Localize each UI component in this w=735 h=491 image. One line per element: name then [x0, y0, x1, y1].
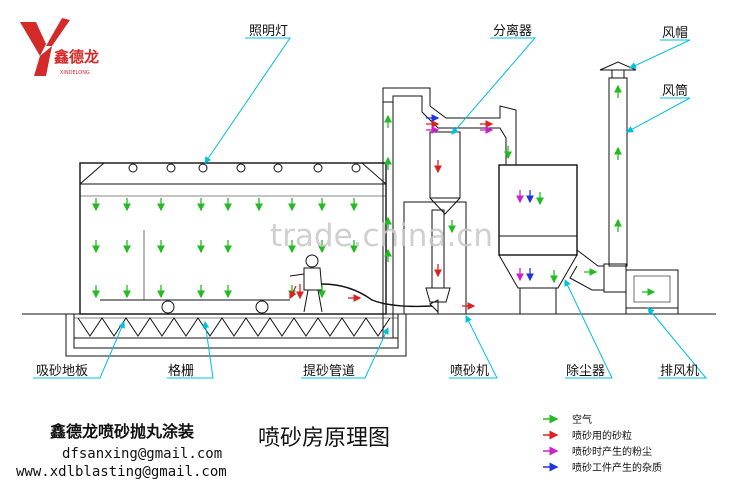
company-name: 鑫德龙喷砂抛丸涂装 — [49, 422, 194, 441]
operator-figure — [289, 254, 323, 313]
dust-collector — [498, 164, 578, 314]
diagram-title: 喷砂房原理图 — [258, 426, 390, 451]
pit-zigzag — [77, 317, 391, 337]
label-fan-cap: 风帽 — [662, 25, 688, 41]
legend-label: 喷砂用的砂粒 — [572, 429, 632, 442]
company-logo: 鑫德龙 XINDELONG — [20, 18, 99, 76]
blast-hose — [321, 283, 433, 308]
floor-pit — [65, 313, 407, 357]
label-grille: 格栅 — [168, 363, 194, 379]
sand-lift-pipe — [382, 87, 517, 339]
label-blaster: 喷砂机 — [450, 364, 489, 379]
logo-mark-right — [46, 18, 70, 46]
logo-mark-stem — [34, 46, 52, 76]
chimney-stack — [599, 61, 637, 267]
company-email-1: dfsanxing@gmail.com — [62, 446, 222, 462]
watermark: trade.china.cn — [270, 218, 493, 254]
flow-arrow — [289, 285, 297, 300]
label-air-duct: 风筒 — [662, 83, 688, 99]
label-lighting: 照明灯 — [249, 24, 288, 39]
separator-unit — [429, 131, 461, 215]
legend-label: 喷砂工件产生的杂质 — [572, 461, 662, 474]
label-dust-collector: 除尘器 — [566, 364, 605, 379]
legend-label: 喷砂时产生的粉尘 — [572, 445, 652, 458]
label-separator: 分离器 — [493, 23, 532, 39]
airflow-arrows — [92, 84, 656, 310]
logo-mark-left — [20, 22, 46, 56]
label-sand-pipe: 提砂管道 — [303, 363, 355, 379]
fan-duct — [569, 249, 605, 291]
chimney-cap — [599, 61, 637, 71]
leader-lines — [33, 37, 708, 379]
company-email-2: www.xdlblasting@gmail.com — [16, 464, 227, 480]
blast-machine — [403, 201, 467, 315]
label-suction-floor: 吸砂地板 — [36, 364, 88, 379]
legend-label: 空气 — [572, 413, 592, 426]
logo-tagline: XINDELONG — [60, 70, 90, 76]
logo-brand-text: 鑫德龙 — [53, 48, 99, 66]
label-exhaust-fan: 排风机 — [660, 364, 699, 379]
exhaust-fan-unit — [603, 263, 679, 314]
lighting-lamps — [128, 163, 361, 173]
blast-booth — [79, 162, 387, 315]
